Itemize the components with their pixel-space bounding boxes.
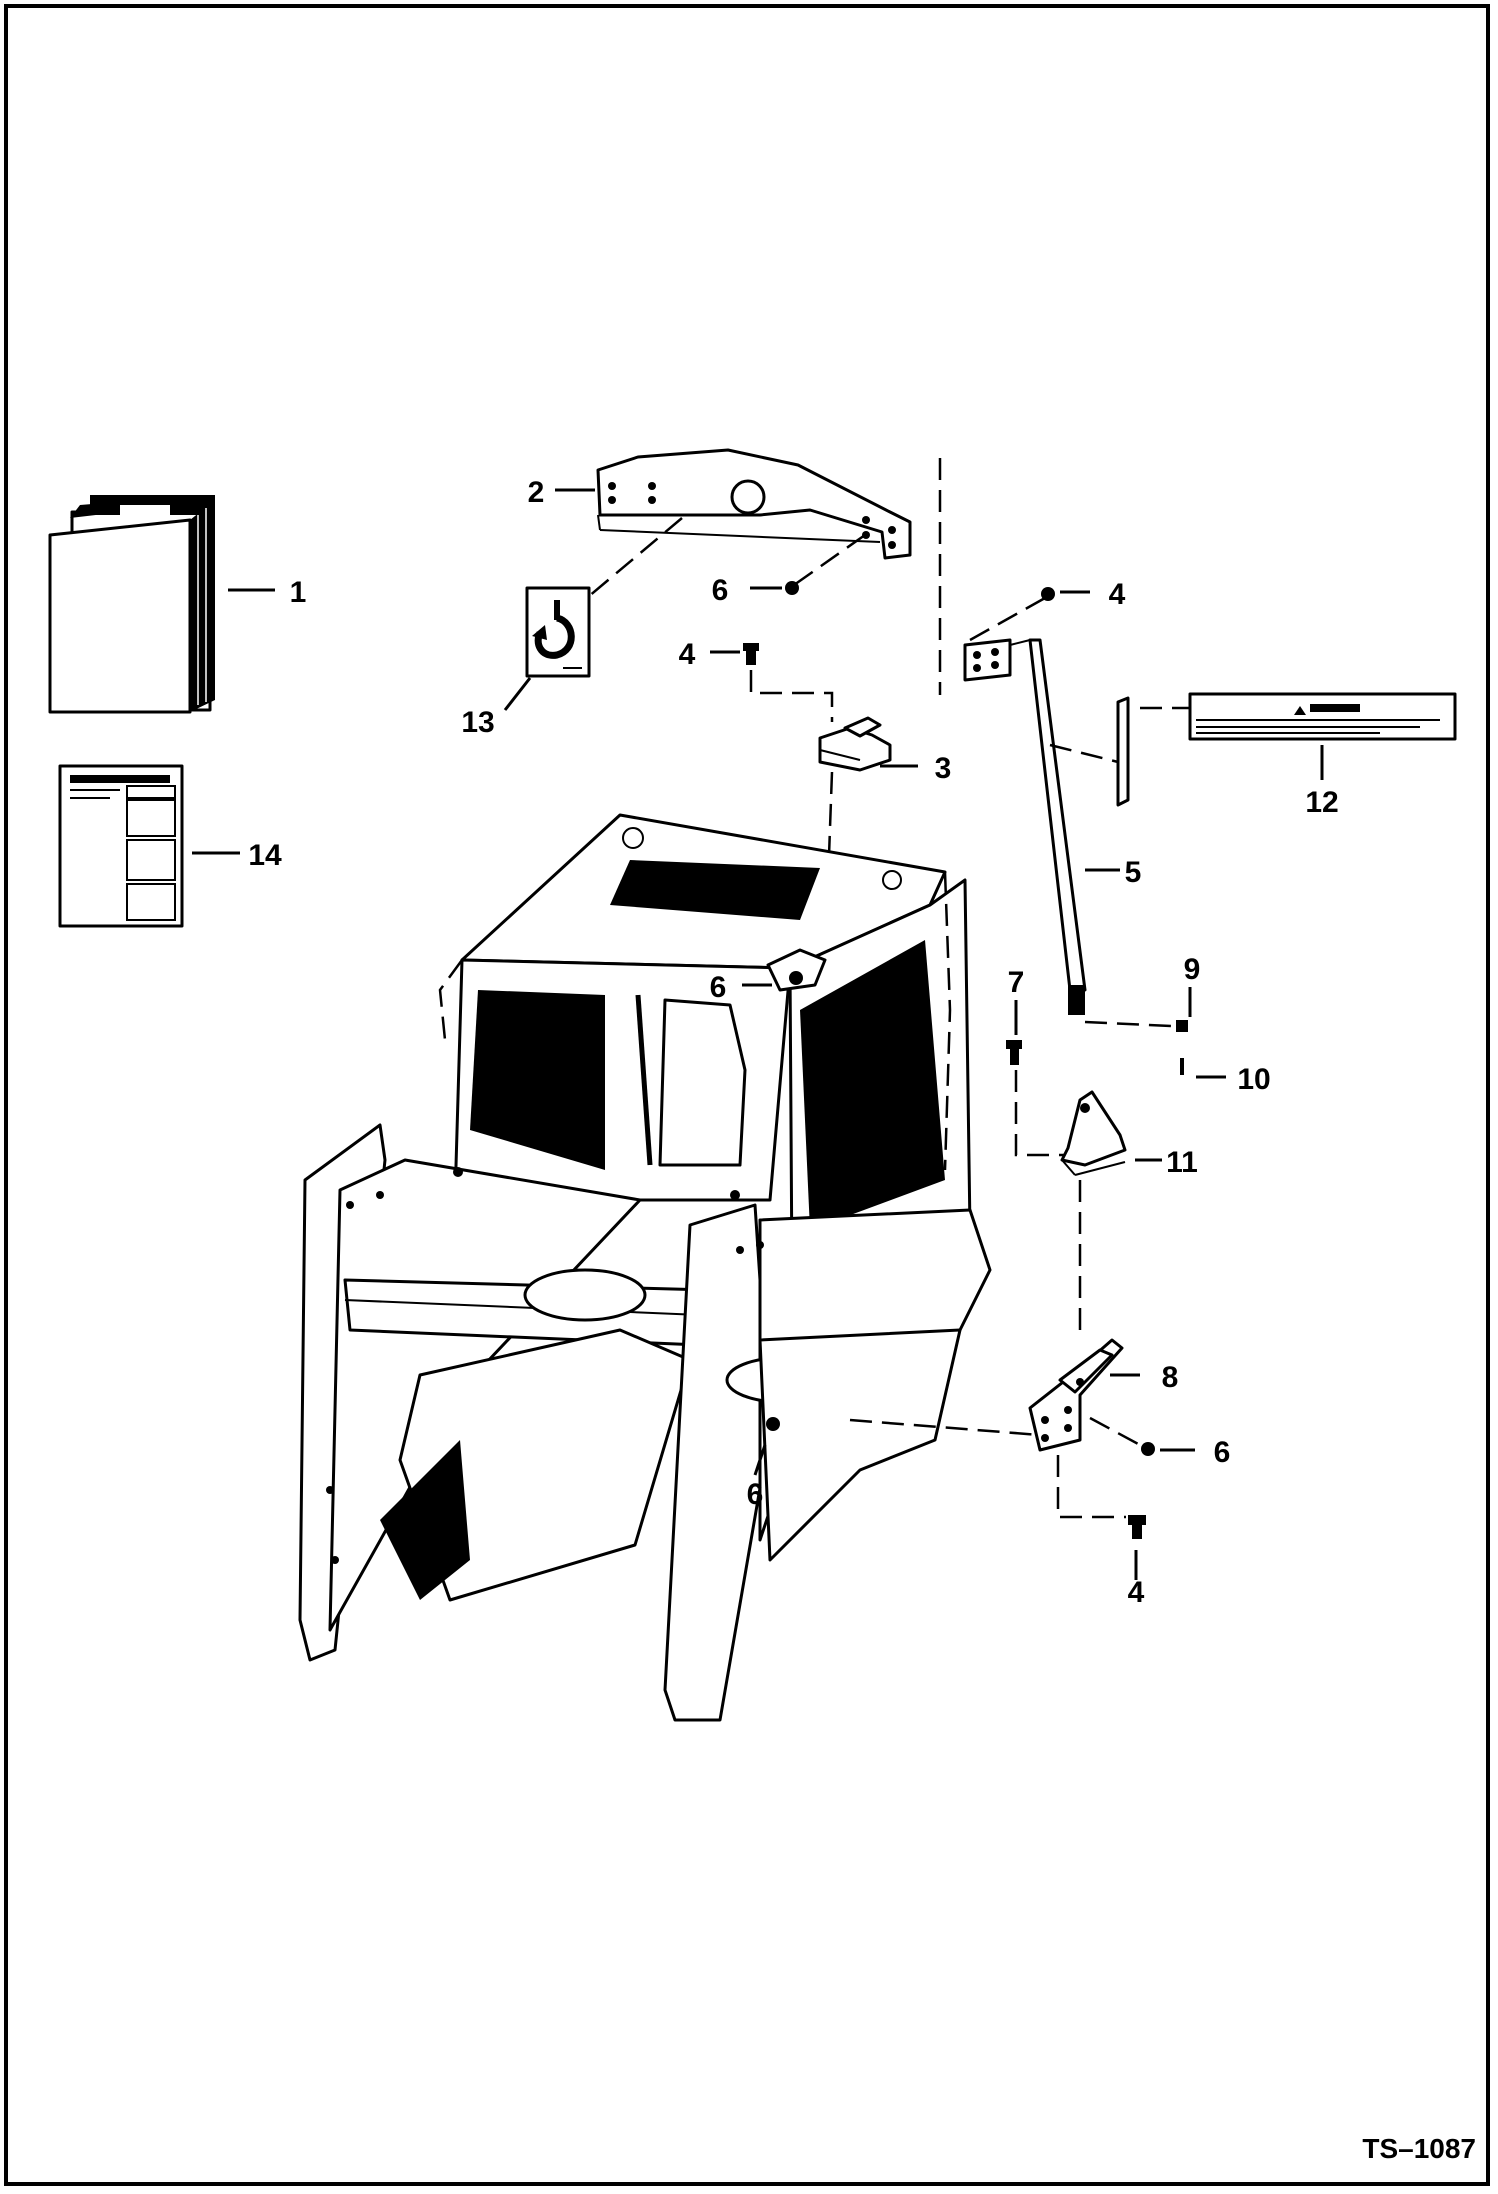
hidden-line-2-6 (793, 533, 866, 587)
hidden-line-5-9 (1084, 1020, 1173, 1028)
hidden-line-4-3 (749, 670, 834, 722)
hidden-line-cab-right (943, 871, 952, 1171)
callout-14: 14 (248, 839, 282, 872)
part-4-bolt-center (743, 643, 759, 665)
callout-12: 12 (1305, 786, 1338, 819)
callout-10: 10 (1237, 1063, 1270, 1096)
cab-frame-assembly (298, 813, 992, 1722)
part-11-lower-mount (1060, 1090, 1127, 1176)
hidden-line-cab-left (438, 959, 464, 1041)
part-6-nut-lower-left (766, 1417, 780, 1431)
warning-triangle-icon (1294, 706, 1306, 715)
leader-13 (503, 677, 532, 711)
callout-7: 7 (1008, 966, 1025, 999)
part-4-nut-right (1041, 587, 1055, 601)
callout-6-lower-left: 6 (747, 1478, 764, 1511)
document-id: TS–1087 (1362, 2133, 1476, 2164)
lift-hook-icon (532, 600, 575, 659)
hidden-line-8-4 (1056, 1455, 1126, 1519)
callout-6-top: 6 (712, 574, 729, 607)
callout-6-right: 6 (1214, 1436, 1231, 1469)
hidden-line-5-12 (1049, 743, 1119, 764)
part-12-warning-decal (1116, 692, 1457, 807)
leader-6-lower-left (753, 1444, 767, 1476)
callout-6-roof: 6 (710, 971, 727, 1004)
hidden-line-8-6 (1089, 1416, 1141, 1447)
hidden-line-2-13 (587, 517, 683, 598)
callout-4-center: 4 (679, 638, 696, 671)
roof-vent-grid (610, 860, 820, 920)
part-9-pin (1176, 1020, 1188, 1032)
part-6-nut-roof (766, 948, 827, 992)
callout-11: 11 (1166, 1146, 1198, 1179)
part-13-lift-hook-decal (525, 586, 591, 678)
callout-13: 13 (461, 706, 494, 739)
callout-4-right: 4 (1109, 578, 1126, 611)
callout-3: 3 (935, 752, 952, 785)
callout-8: 8 (1162, 1361, 1179, 1394)
part-6-nut-top (785, 581, 799, 595)
part-6-nut-right (1141, 1442, 1155, 1456)
part-7-bolt (1006, 1040, 1022, 1065)
hidden-line-7-11 (1014, 1070, 1070, 1157)
callout-2: 2 (528, 476, 545, 509)
hidden-line-4-5 (969, 596, 1046, 642)
callout-1: 1 (290, 576, 307, 609)
part-1-manual (48, 495, 215, 714)
callout-9: 9 (1184, 953, 1201, 986)
part-14-decal-sheet (58, 764, 184, 928)
part-3-clip (818, 716, 892, 772)
part-2-lift-bracket (596, 448, 912, 560)
callout-5: 5 (1125, 856, 1142, 889)
part-5-support-strut (963, 638, 1087, 1015)
part-8-bracket (1028, 1338, 1124, 1452)
part-4-bolt-lower (1128, 1515, 1146, 1539)
callout-4-lower: 4 (1128, 1576, 1145, 1609)
